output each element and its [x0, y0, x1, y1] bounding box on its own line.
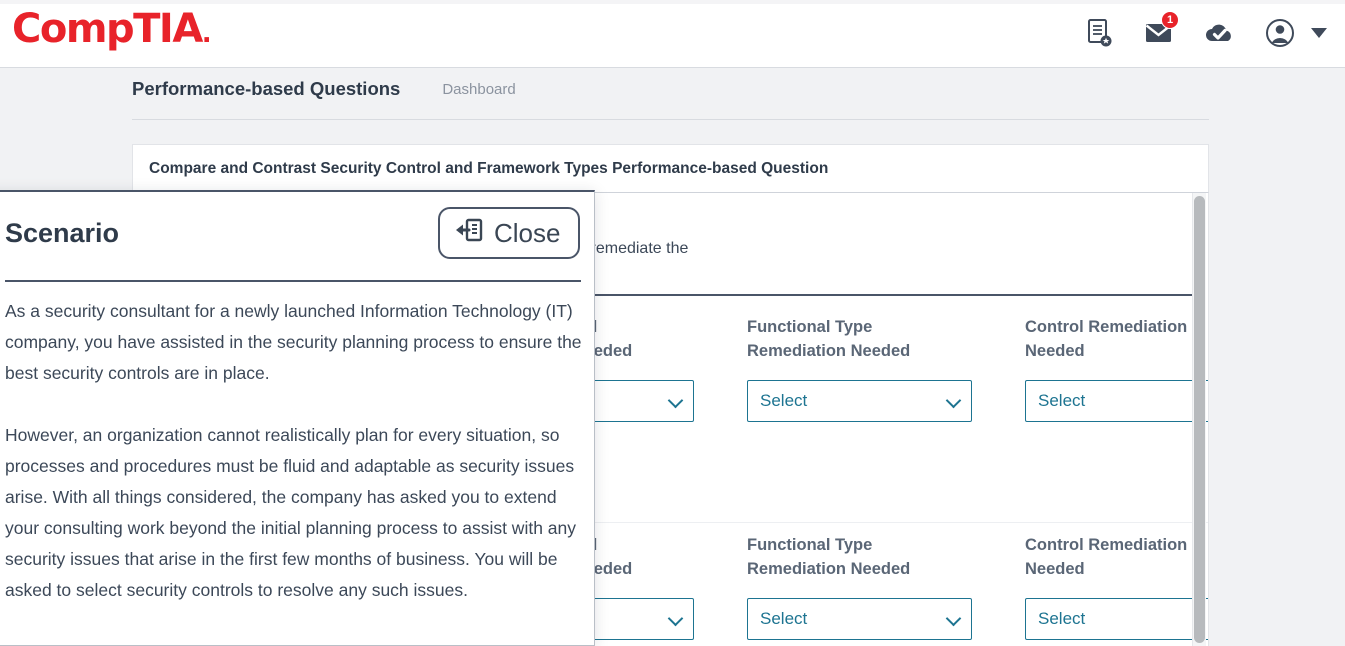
select-value: Select: [760, 609, 808, 628]
column-control: Control Remediation Needed Select: [1025, 305, 1208, 422]
select-value: Select: [1038, 391, 1086, 410]
chevron-down-icon: [667, 392, 684, 409]
document-star-icon[interactable]: [1083, 14, 1117, 52]
envelope-badge-count: 1: [1161, 11, 1179, 29]
tab-underline: [132, 119, 1209, 120]
column-functional-type: Functional Type Remediation Needed Selec…: [747, 305, 972, 422]
tab-dashboard[interactable]: Dashboard: [442, 81, 516, 98]
question-card-title: Compare and Contrast Security Control an…: [149, 160, 829, 177]
exit-arrow-icon: [454, 217, 484, 250]
tab-performance-based-questions[interactable]: Performance-based Questions: [132, 78, 401, 99]
scenario-paragraph-1: As a security consultant for a newly lau…: [5, 301, 582, 383]
question-card-header: Compare and Contrast Security Control an…: [132, 144, 1209, 193]
chevron-down-icon: [945, 610, 962, 627]
select-control[interactable]: Select: [1025, 380, 1208, 422]
scenario-modal-title: Scenario: [5, 218, 120, 248]
column-control: Control Remediation Needed Select: [1025, 523, 1208, 640]
topbar-icon-group: 1: [1083, 11, 1327, 52]
chevron-down-icon[interactable]: [1311, 28, 1327, 38]
account-avatar-icon[interactable]: [1263, 14, 1297, 52]
vertical-scrollbar-thumb[interactable]: [1194, 196, 1205, 643]
chevron-down-icon: [945, 392, 962, 409]
column-header-functional-type: Functional Type Remediation Needed: [747, 536, 911, 578]
tab-row: Performance-based Questions Dashboard: [0, 68, 1345, 124]
scenario-modal-body: As a security consultant for a newly lau…: [5, 296, 583, 606]
select-control[interactable]: Select: [1025, 598, 1208, 640]
scenario-paragraph-2: However, an organization cannot realisti…: [5, 425, 577, 600]
column-header-functional-type: Functional Type Remediation Needed: [747, 318, 911, 360]
instructions-divider: [147, 294, 1193, 296]
tab-list: Performance-based Questions Dashboard: [132, 78, 516, 110]
select-functional-type[interactable]: Select: [747, 598, 972, 640]
comptia-logo-registered: .: [201, 19, 212, 49]
close-button-label: Close: [494, 217, 561, 248]
column-header-control: Control Remediation Needed: [1025, 536, 1188, 578]
close-button[interactable]: Close: [438, 207, 581, 259]
envelope-icon[interactable]: 1: [1143, 11, 1179, 52]
comptia-logo-text: CompTIA: [12, 6, 203, 52]
select-value: Select: [1038, 609, 1086, 628]
select-functional-type[interactable]: Select: [747, 380, 972, 422]
cloud-check-icon[interactable]: [1203, 14, 1237, 52]
chevron-down-icon: [667, 610, 684, 627]
comptia-logo[interactable]: CompTIA.: [12, 6, 212, 52]
column-header-control: Control Remediation Needed: [1025, 318, 1188, 360]
topbar-strip: [0, 0, 1345, 4]
scenario-modal: Scenario Close As a security consultant …: [0, 190, 595, 646]
scenario-modal-divider: [5, 280, 581, 282]
select-value: Select: [760, 391, 808, 410]
top-bar: CompTIA. 1: [0, 0, 1345, 68]
column-functional-type: Functional Type Remediation Needed Selec…: [747, 523, 972, 640]
